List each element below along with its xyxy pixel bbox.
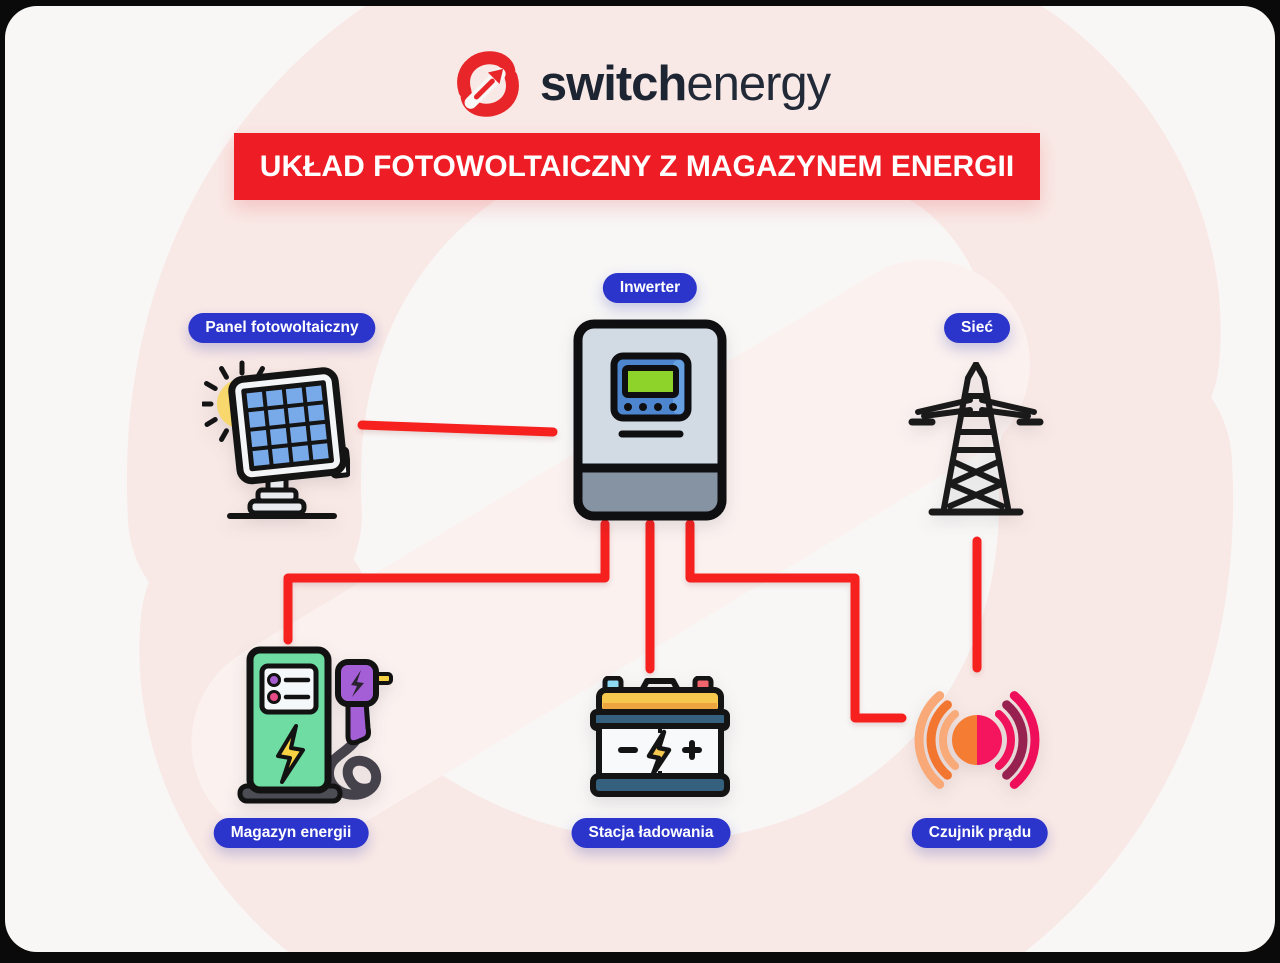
label-grid-text: Sieć <box>961 319 993 336</box>
wire-panel-to-inverter <box>357 420 558 437</box>
infographic-card: switchenergy UKŁAD FOTOWOLTAICZNY Z MAGA… <box>5 6 1275 952</box>
label-grid: Sieć <box>944 313 1010 343</box>
label-panel-text: Panel fotowoltaiczny <box>205 319 359 336</box>
label-inverter: Inwerter <box>602 273 698 303</box>
label-storage: Magazyn energii <box>213 818 369 848</box>
ev-charger-icon <box>237 646 393 804</box>
title-banner: UKŁAD FOTOWOLTAICZNY Z MAGAZYNEM ENERGII <box>234 133 1040 200</box>
transmission-tower-icon <box>908 362 1044 516</box>
label-sensor: Czujnik prądu <box>911 818 1049 848</box>
brand-name-light: energy <box>686 56 831 111</box>
brand-name-bold: switch <box>539 56 687 111</box>
current-sensor-icon <box>914 691 1040 789</box>
car-battery-icon <box>590 676 730 797</box>
label-panel: Panel fotowoltaiczny <box>188 313 376 343</box>
brand-name: switchenergy <box>539 56 831 111</box>
label-charging: Stacja ładowania <box>571 818 731 848</box>
label-inverter-text: Inwerter <box>619 279 681 296</box>
brand-header: switchenergy <box>5 44 1275 124</box>
switchenergy-logo-icon <box>456 51 519 117</box>
inverter-icon <box>573 319 727 521</box>
wire-inverter-to-storage <box>283 519 610 645</box>
content-layer: switchenergy UKŁAD FOTOWOLTAICZNY Z MAGA… <box>5 6 1275 952</box>
label-charging-text: Stacja ładowania <box>588 824 714 841</box>
page-title: UKŁAD FOTOWOLTAICZNY Z MAGAZYNEM ENERGII <box>259 149 1015 183</box>
solar-panel-icon <box>202 360 350 519</box>
label-storage-text: Magazyn energii <box>230 824 352 841</box>
label-sensor-text: Czujnik prądu <box>928 824 1032 841</box>
